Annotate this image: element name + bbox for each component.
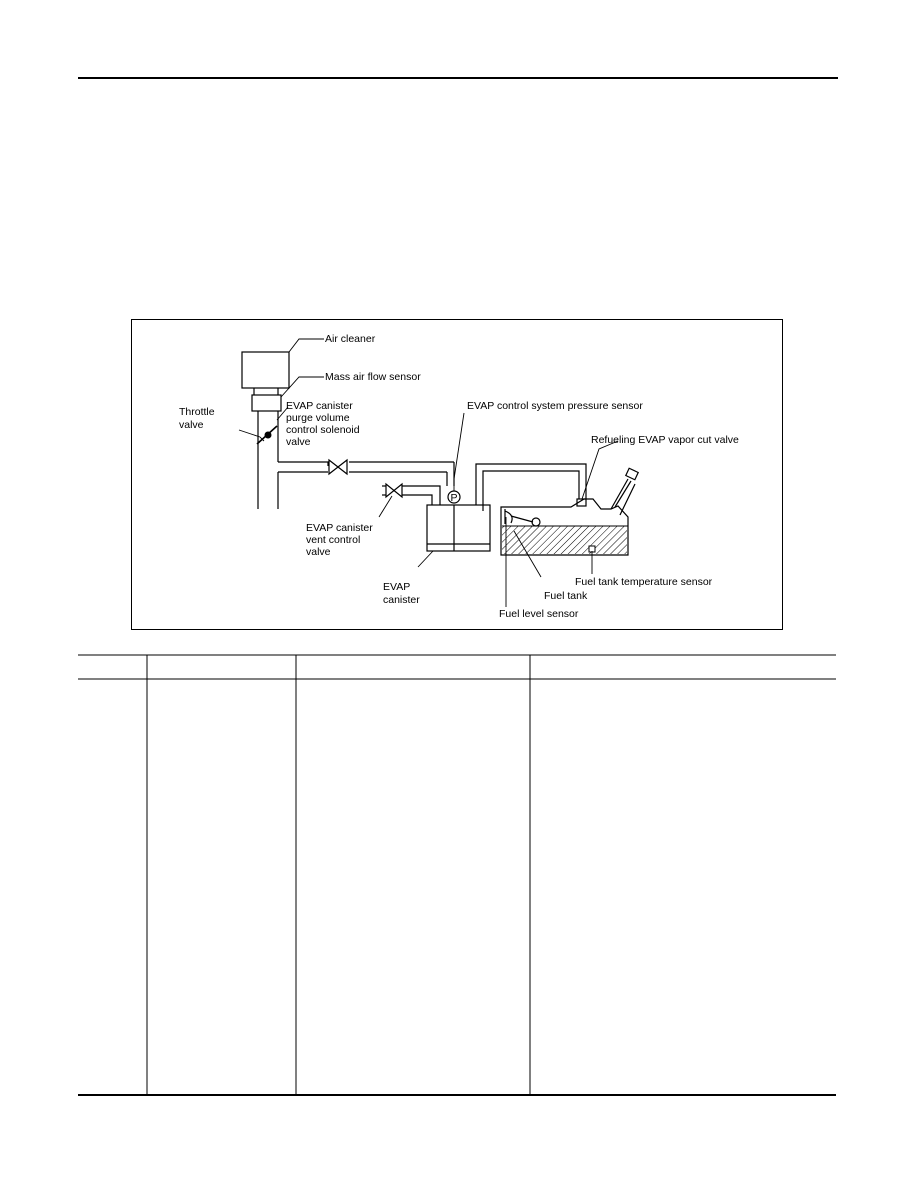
diagram-frame (131, 319, 783, 630)
pressure-symbol-text: P (450, 492, 457, 504)
header-rule (78, 77, 838, 79)
fuel-tank-temperature-sensor-label: Fuel tank temperature sensor (575, 576, 713, 588)
mass-air-flow-sensor-box (251, 394, 282, 412)
air-cleaner-box (241, 351, 290, 389)
spec-table (78, 654, 836, 1096)
purge-valve-label: EVAP canister purge volume control solen… (286, 400, 362, 448)
fuel-hatch (502, 526, 627, 554)
vent-valve-label: EVAP canister vent control valve (306, 522, 376, 558)
evap-canister-box (426, 504, 491, 552)
air-cleaner-label: Air cleaner (325, 333, 376, 345)
fuel-tank-label: Fuel tank (544, 590, 588, 602)
vent-valve-symbol (385, 482, 403, 499)
vapor-cut-valve-label: Refueling EVAP vapor cut valve (591, 434, 739, 446)
vapor-cut-valve-box (576, 498, 587, 507)
pressure-sensor-label: EVAP control system pressure sensor (467, 400, 643, 412)
throttle-valve-label: Throttle valve (179, 406, 218, 431)
canister-label: EVAP canister (383, 581, 420, 606)
purge-valve-symbol (328, 458, 348, 476)
mass-air-flow-sensor-label: Mass air flow sensor (325, 371, 421, 383)
throttle-shaft-dot (264, 431, 272, 439)
evap-system-diagram: P Air cleaner Mass air flow sensor Throt… (179, 333, 739, 620)
fuel-level-sensor-label: Fuel level sensor (499, 608, 579, 620)
